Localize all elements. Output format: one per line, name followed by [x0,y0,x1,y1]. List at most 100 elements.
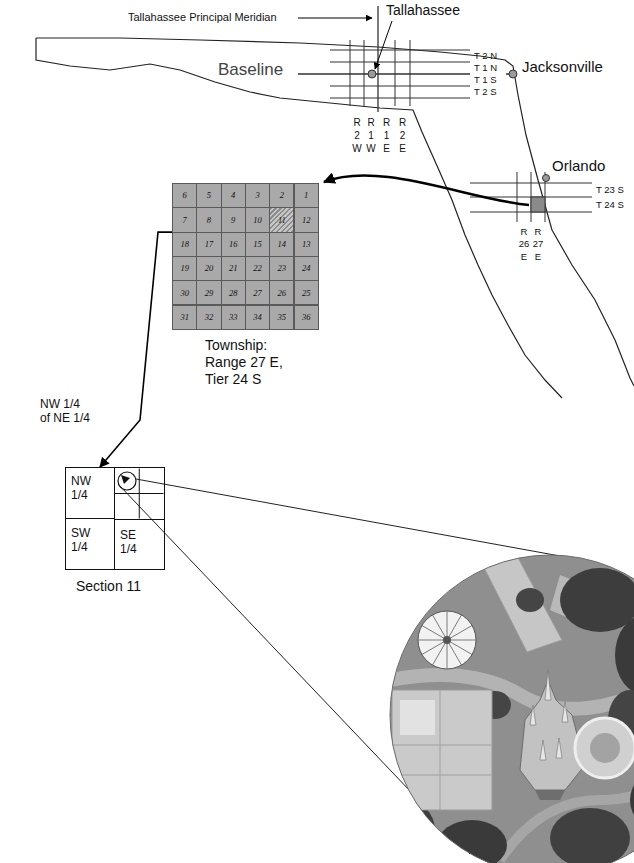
section-cell: 18 [172,232,197,257]
zoom-arrow [324,175,529,205]
section-cell: 5 [196,183,221,208]
city-label: Jacksonville [522,59,603,74]
section-cell: 22 [245,256,270,281]
section-number: 16 [229,240,238,249]
section-cell: 23 [269,256,294,281]
section-cell: 10 [245,207,270,232]
section-number: 28 [229,289,238,298]
sixteenth-lines [115,469,164,519]
section-cell: 27 [245,280,270,305]
range-label: R 27 E [531,226,545,263]
section-number: 12 [302,216,311,225]
focus-pointer [121,475,130,484]
section-number: 32 [205,313,214,322]
city-dot [543,175,550,182]
survey-lines [298,6,592,222]
section-number: 4 [231,191,235,200]
photo-trees [560,568,634,632]
photo-trees [437,820,507,863]
quarter-box: SW 1/4 [66,519,115,570]
section-cell: 30 [172,280,197,305]
section-number: 1 [304,191,308,200]
section-number: 5 [207,191,211,200]
photo-plaza [590,733,620,763]
section-number: 33 [229,313,238,322]
section-cell: 9 [221,207,246,232]
range-line [517,172,545,222]
section-number: 19 [180,264,189,273]
section-number: 7 [183,216,187,225]
photo-tent [418,611,476,669]
section-number: 3 [255,191,259,200]
section-number: 18 [180,240,189,249]
section-number: 29 [205,289,214,298]
meridian-label: Tallahassee Principal Meridian [128,12,277,23]
section-cell: 12 [294,207,319,232]
photo-building [392,690,492,810]
section-cell: 3 [245,183,270,208]
photo-tent [418,611,476,669]
baseline-label: Baseline [218,61,283,78]
section-number: 11 [278,216,286,225]
township-grid: Township: Range 27 E, Tier 24 S654321789… [172,183,318,329]
section-number: 30 [180,289,189,298]
aerial-photo [375,552,634,863]
section-cell: 13 [294,232,319,257]
section-cell: 36 [294,305,319,330]
tier-label: T 2 S [474,87,497,97]
photo-castle [530,670,568,760]
section-number: 8 [207,216,211,225]
photo-trees [615,615,634,695]
photo-trees [630,770,634,830]
section-cell: 1 [294,183,319,208]
section-square: Section 11NW 1/4SW 1/4SE 1/4 [65,467,165,570]
tier-label: T 24 S [596,200,624,210]
city-dot [368,70,376,78]
florida-coast [36,38,634,386]
photo-building [480,552,562,652]
quarter-label: SE 1/4 [120,528,146,557]
range-label: R 26 E [517,226,531,263]
florida-coast [36,38,562,398]
section-number: 17 [205,240,214,249]
city-label: Orlando [552,158,605,173]
city-dot [509,70,517,78]
photo-trees [516,588,544,612]
section-cell: 25 [294,280,319,305]
leader-arrow [298,18,372,19]
quarter-box: NW 1/4 [66,468,115,519]
section-cell: 35 [269,305,294,330]
tier-label: T 2 N [474,51,497,61]
section-number: 21 [229,264,238,273]
range-label: R 2 E [396,116,410,155]
section-number: 25 [302,289,311,298]
section-cell: 16 [221,232,246,257]
photo-castle [520,680,585,790]
section-cell: 4 [221,183,246,208]
section-number: 9 [231,216,235,225]
section-cell: 28 [221,280,246,305]
section-cell: 7 [172,207,197,232]
section-cell: 32 [196,305,221,330]
section-cell: 19 [172,256,197,281]
range-label: R 1 E [380,116,394,155]
section-number: 26 [278,289,287,298]
township-caption: Township: Range 27 E, Tier 24 S [205,337,297,387]
photo-building [400,700,435,735]
section-cell: 15 [245,232,270,257]
quarter-callout: NW 1/4 of NE 1/4 [40,398,92,426]
section-number: 22 [253,264,262,273]
section-cell: 6 [172,183,197,208]
range-label: R 2 W [350,116,364,155]
quarter-label: SW 1/4 [71,526,97,555]
section-number: 14 [278,240,287,249]
section-number: 13 [302,240,311,249]
section-number: 24 [302,264,311,273]
section-number: 27 [253,289,262,298]
section-number: 15 [253,240,262,249]
section-cell: 8 [196,207,221,232]
tier-label: T 1 S [474,75,497,85]
